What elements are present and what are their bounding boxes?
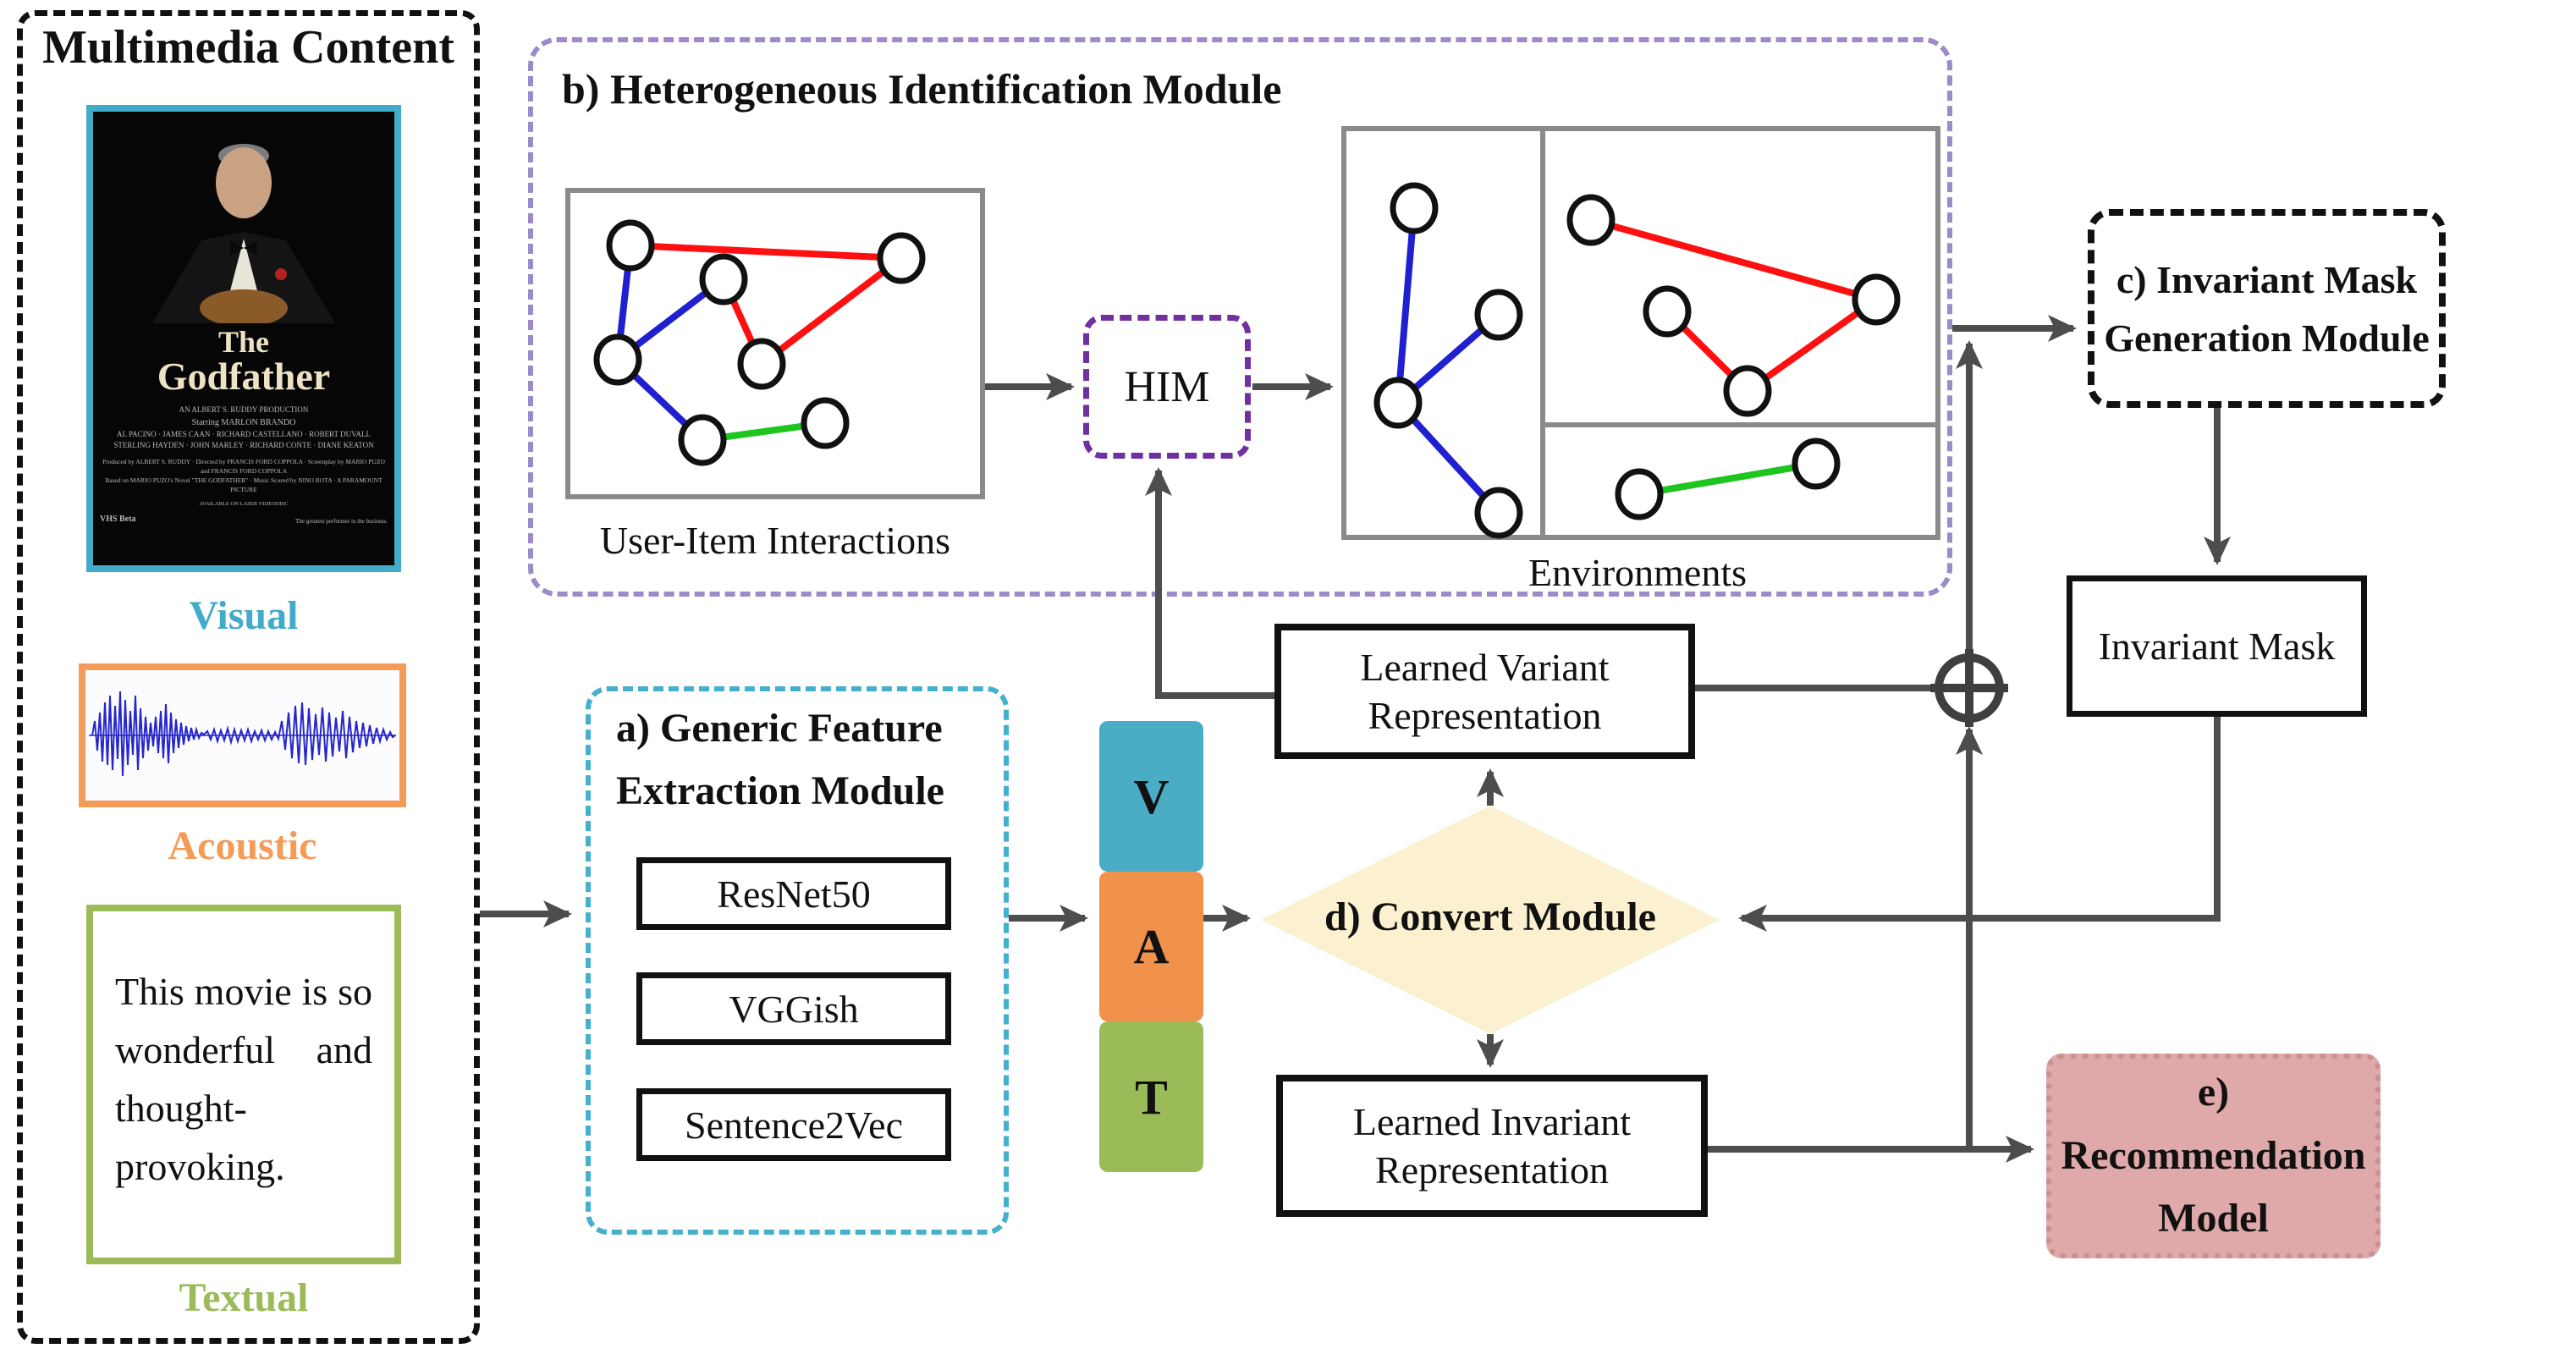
him-box: HIM [1083, 315, 1251, 459]
sentence2vec-box: Sentence2Vec [636, 1088, 951, 1161]
circled-plus-icon [1930, 649, 2008, 727]
user-item-interactions-label: User-Item Interactions [599, 519, 951, 562]
module-a-title-line1: a) Generic Feature [616, 706, 943, 751]
generic-feature-extraction-module-panel [586, 686, 1009, 1235]
poster-cast-line1: AL PACINO · JAMES CAAN · RICHARD CASTELL… [117, 429, 371, 438]
environments-box [1341, 126, 1940, 540]
recommendation-model-box: e) Recommendation Model [2046, 1054, 2381, 1258]
vggish-box: VGGish [636, 972, 951, 1045]
module-e-title-line2: Model [2158, 1196, 2269, 1241]
learned-invariant-representation-box: Learned Invariant Representation [1276, 1075, 1708, 1217]
invariant-mask-generation-module-panel: c) Invariant Mask Generation Module [2088, 209, 2446, 408]
poster-cast-line2: STERLING HAYDEN · JOHN MARLEY · RICHARD … [113, 441, 374, 449]
poster-tagline: The greatest performer in the business. [295, 517, 388, 525]
poster-bowtie [230, 240, 257, 256]
variant-line1: Learned Variant [1360, 645, 1610, 689]
poster-title-main: Godfather [157, 355, 331, 398]
convert-module-label: d) Convert Module [1324, 894, 1656, 939]
multimedia-content-title: Multimedia Content [42, 21, 454, 74]
environments-label: Environments [1527, 551, 1748, 594]
poster-title-top: The [217, 325, 269, 359]
textual-review-box: This movie is so wonderful and thought-p… [86, 905, 401, 1264]
invariant-line2: Representation [1375, 1148, 1609, 1192]
module-e-title-line1: e) Recommendation [2061, 1070, 2366, 1178]
poster-figure-illustration [152, 144, 335, 323]
textual-label: Textual [179, 1275, 309, 1320]
waveform-icon [89, 691, 396, 777]
module-a-title-line2: Extraction Module [616, 768, 944, 814]
poster-credits-line2: Based on MARIO PUZO's Novel "THE GODFATH… [105, 476, 383, 494]
visual-label: Visual [189, 593, 299, 638]
visual-feature-block: V [1099, 721, 1203, 872]
poster-credits-line1: Produced by ALBERT S. RUDDY · Directed b… [102, 457, 385, 475]
textual-feature-block: T [1099, 1021, 1203, 1172]
sentence2vec-label: Sentence2Vec [685, 1103, 903, 1147]
resnet50-label: ResNet50 [717, 872, 871, 916]
acoustic-label: Acoustic [168, 823, 317, 868]
invariant-line1: Learned Invariant [1352, 1099, 1632, 1143]
resnet50-box: ResNet50 [636, 857, 951, 930]
multimedia-content-panel [17, 10, 480, 1344]
variant-line2: Representation [1368, 694, 1602, 737]
poster-production: AN ALBERT S. RUDDY PRODUCTION [179, 405, 309, 414]
user-item-interactions-box [565, 188, 985, 499]
visual-feature-letter: V [1133, 768, 1170, 824]
poster-face [216, 147, 272, 218]
poster-availability: AVAILABLE ON LASER VIDEODISC [199, 500, 289, 507]
acoustic-feature-block: A [1099, 872, 1203, 1021]
poster-rose [275, 268, 287, 280]
movie-poster: The Godfather AN ALBERT S. RUDDY PRODUCT… [86, 105, 401, 572]
invariant-mask-box: Invariant Mask [2067, 575, 2367, 717]
arrow-mask-to-convert [1738, 717, 2221, 932]
poster-formats: VHS Beta [100, 515, 136, 525]
poster-cat [200, 289, 288, 323]
module-c-title-line1: c) Invariant Mask [2116, 257, 2418, 301]
waveform-trace [91, 691, 396, 777]
acoustic-waveform-frame [79, 663, 406, 807]
module-b-title: b) Heterogeneous Identification Module [562, 65, 1282, 113]
him-label: HIM [1124, 362, 1210, 411]
module-a-title: a) Generic Feature Extraction Module [616, 697, 944, 823]
vggish-label: VGGish [729, 987, 859, 1031]
textual-feature-letter: T [1135, 1069, 1168, 1125]
module-c-title-line2: Generation Module [2104, 316, 2430, 360]
textual-review-quote: This movie is so wonderful and thought-p… [115, 970, 372, 1188]
poster-starring: Starring MARLON BRANDO [191, 417, 296, 427]
learned-variant-representation-box: Learned Variant Representation [1274, 624, 1695, 759]
acoustic-feature-letter: A [1133, 919, 1170, 974]
invariant-mask-label: Invariant Mask [2098, 624, 2336, 668]
